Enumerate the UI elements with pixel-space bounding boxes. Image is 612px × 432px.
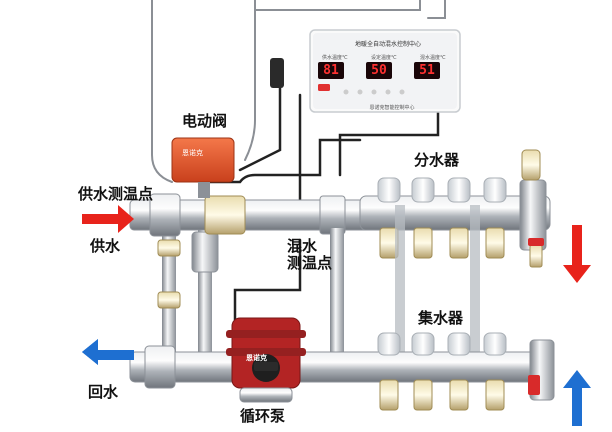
controller-title: 地暖全自动混水控制中心 [354, 41, 421, 48]
controller-button-red[interactable] [318, 84, 330, 91]
controller-plug [270, 58, 284, 88]
distributor-label: 分水器 [414, 151, 460, 169]
electric-valve-label: 电动阀 [182, 112, 228, 130]
distributor-caps [377, 177, 507, 203]
return-arrow-icon [82, 339, 134, 365]
mix-temp-readout: 51 [414, 62, 440, 79]
controller-button[interactable] [343, 89, 349, 95]
supply-water-label: 供水 [90, 237, 121, 255]
controller-button[interactable] [371, 89, 377, 95]
mix-temp-point-label-line2: 测温点 [287, 254, 333, 273]
controller-button[interactable] [385, 89, 391, 95]
supply-temp-readout: 81 [318, 62, 344, 79]
controller-footer: 恩诺克智能控制中心 [369, 105, 415, 111]
distributor-manifold [359, 149, 551, 268]
supply-main-pipe [129, 193, 381, 237]
mixing-riser [330, 228, 344, 358]
readout-caption: 供水温度℃ [322, 55, 348, 61]
controller-button[interactable] [399, 89, 405, 95]
mix-temp-point-label: 混水 测温点 [287, 237, 333, 273]
electric-valve [171, 137, 235, 198]
mix-temp-point-label-line1: 混水 [287, 237, 318, 255]
readout-caption: 混水温度℃ [420, 55, 446, 61]
pump-brand-label: 恩诺克 [246, 354, 267, 362]
supply-arrow-icon [82, 205, 134, 233]
circulation-pump-label: 循环泵 [240, 407, 286, 425]
circulation-pump [226, 317, 306, 403]
controller-button[interactable] [357, 89, 363, 95]
signal-cables [151, 0, 446, 322]
up-arrow-icon [563, 370, 591, 426]
collector-outlets [379, 379, 505, 411]
distributor-outlets [379, 227, 505, 259]
supply-temp-point-label: 供水测温点 [78, 185, 154, 203]
down-arrow-icon [563, 225, 591, 283]
set-temp-readout: 50 [366, 62, 392, 79]
readout-caption: 设定温度℃ [371, 55, 397, 61]
mounting-brackets [395, 205, 480, 380]
left-riser-pipes [157, 200, 219, 370]
collector-caps [377, 332, 507, 356]
valve-brand-label: 恩诺克 [182, 149, 203, 157]
return-water-label: 回水 [88, 383, 119, 401]
collector-label: 集水器 [418, 309, 464, 327]
